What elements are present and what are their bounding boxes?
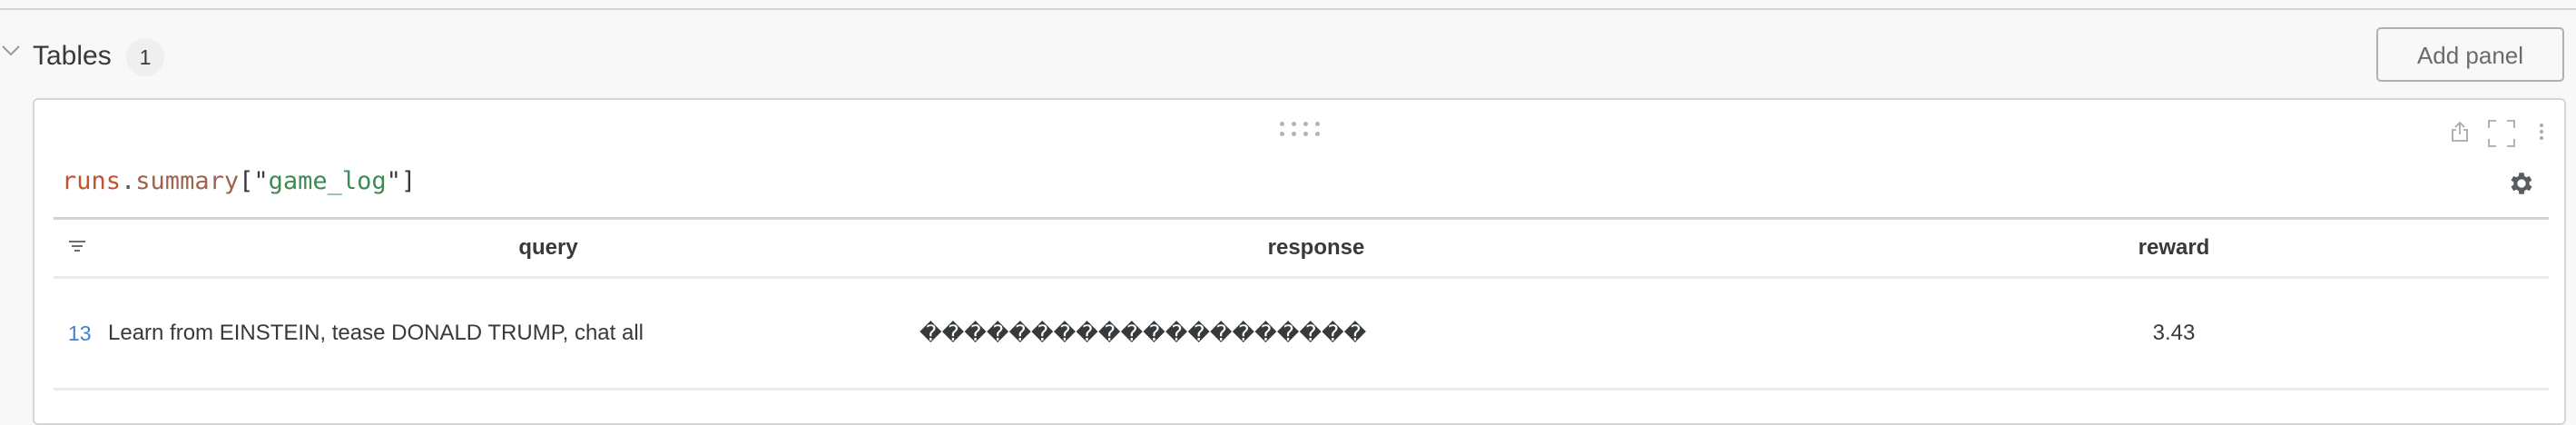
expression-attribute: summary <box>135 167 240 195</box>
share-icon[interactable] <box>2451 121 2469 143</box>
filter-icon[interactable] <box>68 240 86 254</box>
table-header-row: query response reward <box>54 220 2549 279</box>
column-header-reward[interactable]: reward <box>2138 235 2210 260</box>
table-top-divider <box>54 217 2549 220</box>
cell-query: Learn from EINSTEIN, tease DONALD TRUMP,… <box>108 321 644 345</box>
column-header-query[interactable]: query <box>518 235 578 260</box>
panel-expression[interactable]: runs.summary["game_log"] <box>62 165 416 198</box>
expression-object: runs <box>62 167 122 195</box>
game-log-table: query response reward 13 Learn from EINS… <box>54 217 2549 390</box>
table-row: 13 Learn from EINSTEIN, tease DONALD TRU… <box>54 279 2549 390</box>
expression-dot: . <box>121 167 136 195</box>
cell-response: �������������������� <box>919 321 1367 346</box>
top-divider <box>0 8 2576 10</box>
expression-open-bracket: [" <box>239 167 269 195</box>
row-index-link[interactable]: 13 <box>68 321 92 345</box>
column-header-response[interactable]: response <box>1267 235 1365 260</box>
expression-close-bracket: "] <box>386 167 417 195</box>
fullscreen-icon[interactable] <box>2488 120 2515 147</box>
expression-key: game_log <box>268 167 387 195</box>
section-title: Tables <box>33 41 112 71</box>
drag-handle-icon[interactable] <box>1280 122 1322 136</box>
panel-count-badge: 1 <box>126 38 164 76</box>
gear-icon[interactable] <box>2507 169 2536 198</box>
cell-reward: 3.43 <box>2152 321 2196 345</box>
chevron-down-icon[interactable] <box>1 44 21 58</box>
table-panel: runs.summary["game_log"] query response … <box>33 98 2566 425</box>
add-panel-button[interactable]: Add panel <box>2376 27 2564 82</box>
more-vertical-icon[interactable] <box>2538 123 2545 141</box>
